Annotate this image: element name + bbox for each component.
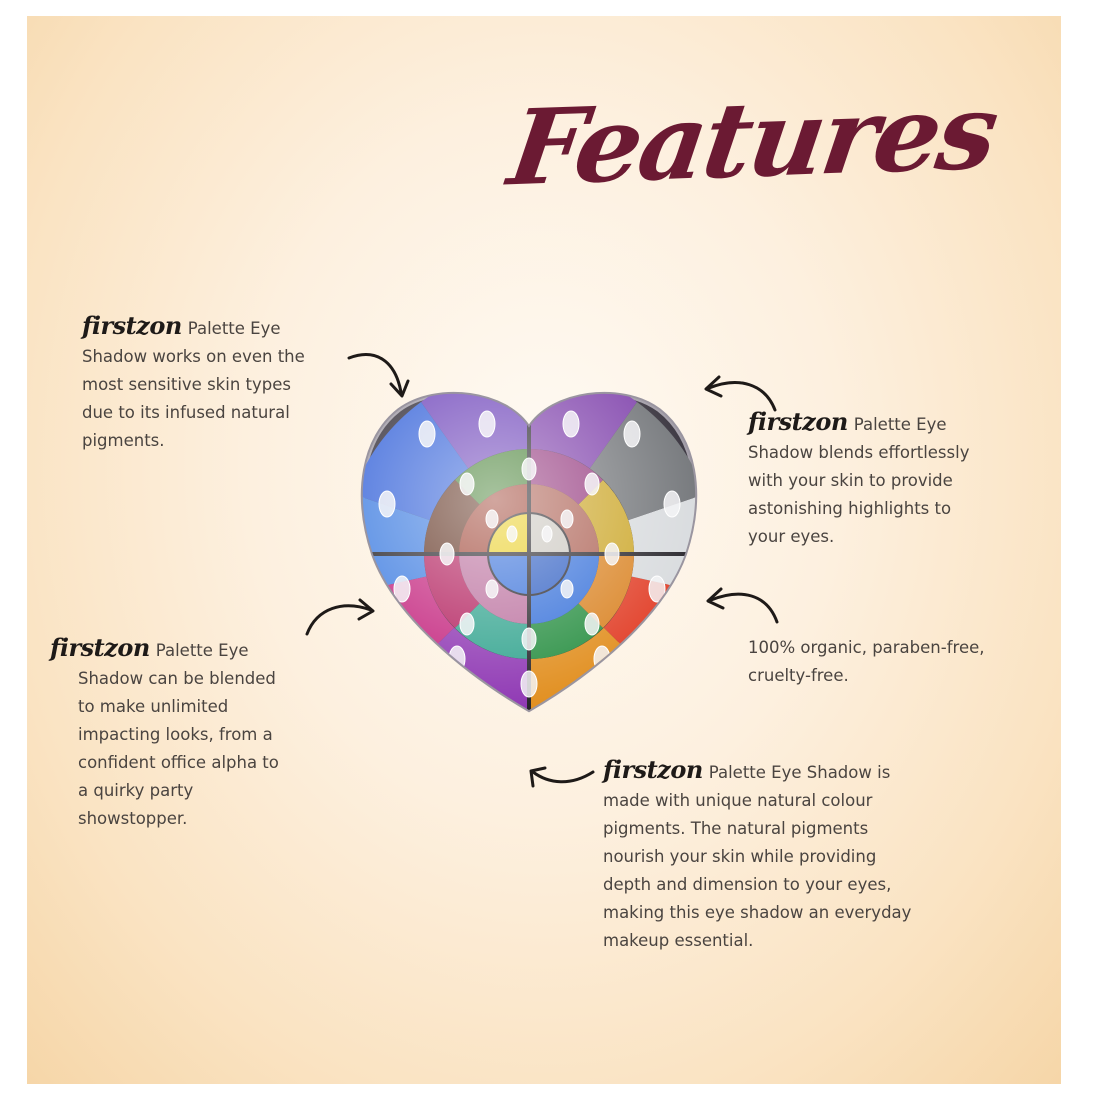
feature-text-2: firstzon Palette Eye Shadow blends effort… [748, 408, 969, 551]
feature-line: Shadow can be blended [78, 669, 276, 688]
feature-line: makeup essential. [603, 931, 754, 950]
feature-line: Palette Eye [853, 415, 947, 434]
feature-line: showstopper. [78, 809, 188, 828]
curved-arrow-icon [529, 766, 595, 788]
feature-line: impacting looks, from a [78, 725, 273, 744]
curved-arrow-icon [706, 587, 779, 624]
curved-arrow-icon [704, 375, 777, 412]
features-headline: Features [502, 69, 1004, 210]
feature-line: with your skin to provide [748, 471, 953, 490]
feature-line: made with unique natural colour [603, 791, 873, 810]
feature-text-3: firstzon Palette Eye Shadow can be blende… [50, 634, 279, 833]
feature-line: Palette Eye Shadow is [708, 763, 891, 782]
brand-name: firstzon [748, 407, 848, 436]
feature-line: Palette Eye [155, 641, 249, 660]
feature-line: nourish your skin while providing [603, 847, 877, 866]
feature-text-4: 100% organic, paraben-free, cruelty-free… [748, 634, 985, 690]
feature-line: pigments. [82, 431, 165, 450]
feature-line: making this eye shadow an everyday [603, 903, 912, 922]
brand-name: firstzon [82, 311, 182, 340]
brand-name: firstzon [603, 755, 703, 784]
feature-line: confident office alpha to [78, 753, 279, 772]
feature-line: astonishing highlights to [748, 499, 952, 518]
feature-line: most sensitive skin types [82, 375, 291, 394]
feature-line: Shadow works on even the [82, 347, 305, 366]
brand-name: firstzon [50, 633, 150, 662]
curved-arrow-icon [347, 353, 410, 398]
feature-text-1: firstzon Palette Eye Shadow works on even… [82, 312, 305, 455]
feature-line: 100% organic, paraben-free, [748, 638, 985, 657]
feature-line: cruelty-free. [748, 666, 849, 685]
feature-line: Shadow blends effortlessly [748, 443, 970, 462]
feature-line: to make unlimited [78, 697, 229, 716]
feature-text-5: firstzon Palette Eye Shadow is made with … [603, 756, 911, 955]
curved-arrow-icon [305, 598, 375, 636]
feature-line: a quirky party [78, 781, 194, 800]
feature-line: pigments. The natural pigments [603, 819, 869, 838]
feature-line: due to its infused natural [82, 403, 290, 422]
heart-palette-icon [360, 391, 698, 713]
feature-line: Palette Eye [187, 319, 281, 338]
feature-line: your eyes. [748, 527, 835, 546]
feature-line: depth and dimension to your eyes, [603, 875, 892, 894]
